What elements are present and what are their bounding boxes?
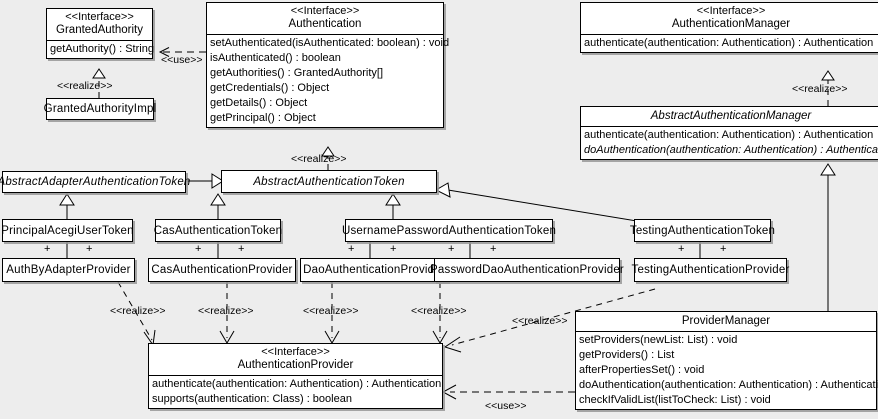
edge-label-realize-auth-by-adapter-provider: <<realize>> [110, 305, 166, 317]
assoc-plus-mark: + [678, 243, 685, 255]
method-do-authentication: doAuthentication(authentication: Authent… [579, 379, 878, 391]
assoc-plus-mark: + [195, 243, 202, 255]
edge-label-realize-dao-authentication-provider: <<realize>> [303, 305, 359, 317]
class-name-label: TestingAuthenticationProvider [631, 264, 790, 276]
class-name-label: UsernamePasswordAuthenticationToken [341, 224, 557, 237]
assoc-plus-mark: + [720, 243, 727, 255]
class-box-authentication-provider[interactable]: <<Interface>> AuthenticationProvider aut… [148, 343, 443, 409]
method-authenticate: authenticate(authentication: Authenticat… [584, 129, 874, 141]
member-list: getAuthority() : String [47, 40, 154, 58]
class-box-granted-authority[interactable]: <<Interface>> GrantedAuthority getAuthor… [46, 8, 154, 59]
assoc-plus-mark: + [238, 243, 245, 255]
method-get-authorities: getAuthorities() : GrantedAuthority[] [210, 67, 384, 79]
class-name-label: GrantedAuthorityImpl [43, 103, 157, 115]
class-box-authentication-manager[interactable]: <<Interface>> AuthenticationManager auth… [580, 2, 878, 53]
edge-label-realize-password-dao-authentication-provider: <<realize>> [411, 305, 467, 317]
class-name-label: DaoAuthenticationProvider [303, 264, 445, 276]
member-list: setProviders(newList: List) : void getPr… [576, 331, 878, 409]
member-list: setAuthenticated(isAuthenticated: boolea… [207, 34, 450, 127]
class-header-authentication: <<Interface>> Authentication [207, 3, 443, 34]
method-get-authority: getAuthority() : String [50, 43, 154, 55]
stereotype-label: <<Interface>> [261, 346, 330, 358]
method-authenticate: authenticate(authentication: Authenticat… [152, 378, 442, 390]
method-supports: supports(authentication: Class) : boolea… [152, 393, 352, 405]
class-name-label: CasAuthenticationToken [153, 224, 283, 237]
edge-generalize-testing-token [447, 189, 638, 222]
assoc-plus-mark: + [390, 243, 397, 255]
class-name-label: Authentication [288, 18, 362, 30]
class-box-provider-manager[interactable]: ProviderManager setProviders(newList: Li… [575, 311, 878, 410]
method-get-details: getDetails() : Object [210, 97, 308, 109]
assoc-plus-mark: + [448, 243, 455, 255]
edge-label-use-granted-authority: <<use>> [161, 54, 203, 66]
stereotype-label: <<Interface>> [65, 11, 134, 23]
class-header-authentication-provider: <<Interface>> AuthenticationProvider [149, 344, 442, 375]
edge-label-realize-cas-authentication-provider: <<realize>> [198, 305, 254, 317]
class-name-label: TestingAuthenticationToken [629, 224, 776, 237]
edge-label-use-authentication-provider: <<use>> [485, 400, 527, 412]
edge-label-realize-authentication: <<realize>> [291, 153, 347, 165]
edge-label-realize-testing-authentication-provider: <<realize>> [512, 315, 568, 327]
class-name-label: AuthenticationManager [671, 18, 791, 30]
class-box-granted-authority-impl[interactable]: GrantedAuthorityImpl [43, 98, 157, 120]
assoc-plus-mark: + [490, 243, 497, 255]
method-check-if-valid-list: checkIfValidList(listToCheck: List) : vo… [579, 394, 771, 406]
class-box-abstract-authentication-manager[interactable]: AbstractAuthenticationManager authentica… [580, 106, 878, 160]
assoc-plus-mark: + [86, 243, 93, 255]
method-set-providers: setProviders(newList: List) : void [579, 334, 738, 346]
class-name-label: PasswordDaoAuthenticationProvider [430, 264, 624, 276]
class-header-granted-authority: <<Interface>> GrantedAuthority [47, 9, 152, 40]
method-do-authentication: doAuthentication(authentication: Authent… [584, 144, 878, 156]
class-box-auth-by-adapter-provider[interactable]: AuthByAdapterProvider [2, 258, 135, 282]
class-box-cas-authentication-provider[interactable]: CasAuthenticationProvider [148, 258, 296, 282]
method-get-providers: getProviders() : List [579, 349, 675, 361]
class-box-authentication[interactable]: <<Interface>> Authentication setAuthenti… [206, 2, 450, 128]
method-authenticate: authenticate(authentication: Authenticat… [584, 37, 874, 49]
class-box-testing-authentication-token[interactable]: TestingAuthenticationToken [630, 219, 775, 242]
class-box-abstract-authentication-token[interactable]: AbstractAuthenticationToken [221, 170, 437, 193]
stereotype-label: <<Interface>> [696, 5, 766, 17]
method-get-credentials: getCredentials() : Object [210, 82, 330, 94]
class-name-label: ProviderManager [681, 315, 771, 327]
class-box-username-password-authentication-token[interactable]: UsernamePasswordAuthenticationToken [341, 219, 557, 242]
edge-label-realize-granted-authority-impl: <<realize>> [57, 80, 113, 92]
class-name-label: AbstractAdapterAuthenticationToken [0, 176, 191, 188]
edge-label-realize-authentication-manager: <<realize>> [792, 83, 848, 95]
class-box-dao-authentication-provider[interactable]: DaoAuthenticationProvider [300, 258, 448, 282]
class-name-label: GrantedAuthority [56, 24, 143, 36]
class-name-label: CasAuthenticationProvider [151, 264, 293, 276]
class-box-abstract-adapter-authentication-token[interactable]: AbstractAdapterAuthenticationToken [0, 171, 190, 193]
assoc-plus-mark: + [348, 243, 355, 255]
class-header-authentication-manager: <<Interface>> AuthenticationManager [581, 3, 878, 34]
class-name-label: AbstractAuthenticationToken [253, 175, 405, 188]
class-box-principal-acegi-user-token[interactable]: PrincipalAcegiUserToken [1, 219, 134, 242]
stereotype-label: <<Interface>> [290, 5, 360, 17]
member-list: authenticate(authentication: Authenticat… [581, 126, 878, 159]
method-is-authenticated: isAuthenticated() : boolean [210, 52, 341, 64]
member-list: authenticate(authentication: Authenticat… [149, 375, 442, 408]
class-box-cas-authentication-token[interactable]: CasAuthenticationToken [153, 219, 283, 242]
method-get-principal: getPrincipal() : Object [210, 112, 316, 124]
member-list: authenticate(authentication: Authenticat… [581, 34, 878, 52]
class-box-testing-authentication-provider[interactable]: TestingAuthenticationProvider [631, 258, 790, 282]
class-header-provider-manager: ProviderManager [576, 312, 876, 331]
class-box-password-dao-authentication-provider[interactable]: PasswordDaoAuthenticationProvider [430, 258, 624, 282]
class-name-label: AuthenticationProvider [237, 359, 354, 371]
method-after-properties-set: afterPropertiesSet() : void [579, 364, 705, 376]
class-name-label: AbstractAuthenticationManager [650, 110, 812, 122]
class-header-abstract-authentication-manager: AbstractAuthenticationManager [581, 107, 878, 126]
assoc-plus-mark: + [44, 243, 51, 255]
class-name-label: PrincipalAcegiUserToken [1, 224, 134, 237]
class-name-label: AuthByAdapterProvider [6, 264, 131, 276]
method-set-authenticated: setAuthenticated(isAuthenticated: boolea… [210, 37, 450, 49]
